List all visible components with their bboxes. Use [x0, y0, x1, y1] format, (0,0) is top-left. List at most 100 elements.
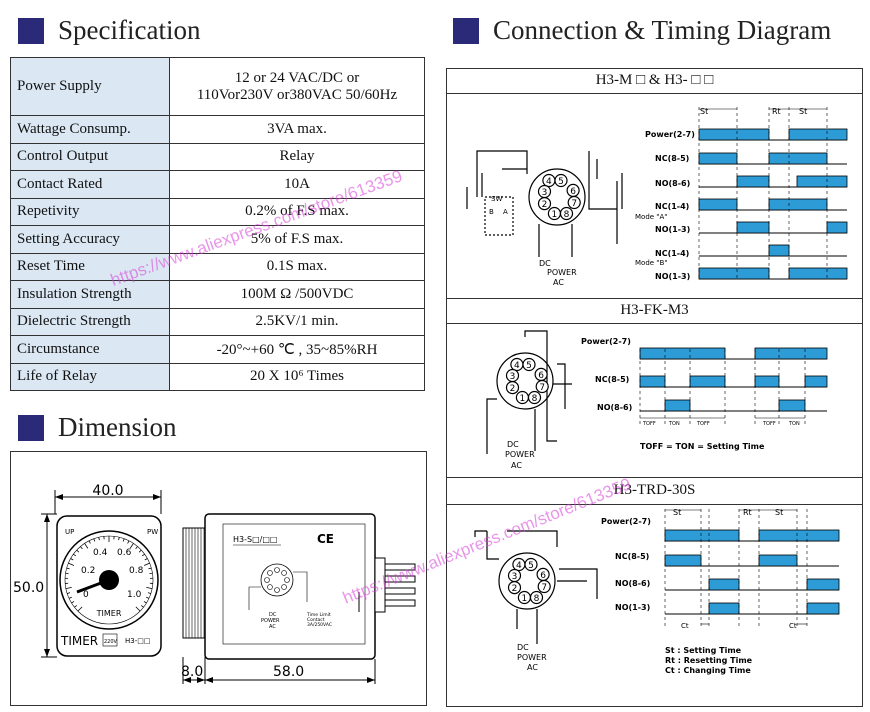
socket-pin [267, 570, 273, 576]
d1-no86-pulse [796, 175, 848, 188]
dial-tick-mark [70, 558, 74, 561]
d2-formula: TOFF = TON = Setting Time [640, 442, 765, 451]
spec-label: Insulation Strength [10, 280, 170, 309]
dial-tick: 0.6 [117, 548, 132, 558]
dial-tick-mark [143, 562, 150, 566]
socket-pin [281, 570, 287, 576]
pin-number: 1 [552, 210, 558, 220]
d2-nc85-pulse [754, 375, 780, 388]
d1-title: H3-M □ & H3- □ □ [595, 72, 714, 88]
pin-number: 7 [571, 199, 577, 209]
d1-nc14-pulse [698, 198, 738, 211]
d2-no86-pulse [664, 399, 691, 412]
d1-timing [698, 107, 848, 281]
dial-pw: PW [147, 528, 158, 536]
d1-nc85: NC(8-5) [655, 154, 689, 163]
connection-title: Connection & Timing Diagram [453, 15, 831, 46]
dial-tick-mark [74, 605, 78, 608]
pin-circle [527, 390, 542, 405]
model-label: H3-□□ [125, 637, 150, 645]
pin-number: 7 [539, 383, 545, 393]
pin-circle [535, 379, 549, 394]
spec-value: 10A [169, 170, 425, 199]
pin-number: 4 [514, 361, 520, 371]
d1-nc14b-pulse [768, 244, 790, 257]
d2-dc: DC [507, 440, 519, 449]
d1-no13b-pulse [788, 267, 848, 280]
dim-height: 50.0 [13, 580, 44, 596]
dim-width: 40.0 [92, 483, 123, 499]
d3-no13: NO(1-3) [615, 603, 650, 612]
dial-tick-mark [84, 543, 89, 549]
dimension-drawing: 40.0 50.0 UP PW 0.4 0.6 0.2 0.8 0 1.0 TI… [13, 483, 416, 684]
d3-ct: Ct [681, 622, 689, 630]
spec-title-text: Specification [58, 15, 201, 45]
pin-number: 7 [541, 583, 547, 593]
d2-ton2: TON [788, 421, 800, 427]
spec-value: 0.2% of F.S max. [169, 197, 425, 226]
dial-tick-mark [77, 606, 83, 612]
d2-nc85-pulse [804, 375, 828, 388]
pin-circle [537, 579, 551, 594]
dial-tick-mark [88, 540, 91, 544]
spec-label: Dielectric Strength [10, 307, 170, 336]
spec-value: 5% of F.S max. [169, 225, 425, 254]
brand-label: TIMER [60, 634, 98, 648]
d1-no86-pulse [736, 175, 770, 188]
socket-pin [267, 584, 273, 590]
d2-title: H3-FK-M3 [620, 302, 689, 318]
d1-a: A [503, 208, 508, 216]
d3-nc85-pulse [758, 554, 798, 567]
divider [447, 298, 862, 299]
d1-ac: AC [553, 278, 564, 287]
d3-ct2: Ct [789, 622, 797, 630]
connection-title-text: Connection & Timing Diagram [493, 15, 832, 45]
d1-power-label: Power(2-7) [645, 130, 695, 139]
spec-label: Repetivity [10, 197, 170, 226]
spec-label: Reset Time [10, 252, 170, 281]
dial-tick-mark [66, 567, 70, 570]
spec-value: Relay [169, 142, 425, 171]
d1-sw: SW [491, 195, 502, 203]
side-contact: Contact [307, 617, 325, 623]
pin-circle [507, 580, 522, 595]
voltage-label: 220V [104, 639, 118, 645]
pin-circle [554, 173, 568, 188]
dial-tick-mark [129, 543, 134, 549]
pin-circle [559, 206, 574, 221]
side-ac: AC [269, 624, 276, 630]
d3-power: POWER [517, 653, 547, 662]
socket-pin [284, 577, 290, 583]
d1-no86: NO(8-6) [655, 179, 690, 188]
d1-st: St [700, 107, 708, 116]
d2-nc85: NC(8-5) [595, 375, 629, 384]
d1-no13: NO(1-3) [655, 225, 690, 234]
pin-circle [505, 381, 520, 395]
dial-tick-mark [146, 587, 153, 589]
spec-title: Specification [18, 15, 200, 46]
spec-label: Wattage Consump. [10, 115, 170, 144]
socket-pin [264, 577, 270, 583]
d2-ton: TON [668, 421, 680, 427]
d3-no86-pulse [806, 578, 840, 591]
socket-pin [274, 587, 280, 593]
dial-tick-mark [135, 606, 141, 612]
spec-label: Contact Rated [10, 170, 170, 199]
d2-toff3: TOFF [762, 421, 776, 427]
d2-toff: TOFF [642, 421, 656, 427]
d3-header: H3-TRD-30S [447, 477, 862, 505]
side-power: POWER [261, 618, 280, 624]
d1-wiring [466, 150, 623, 257]
pin-number: 2 [542, 200, 548, 210]
side-label: H3-S□/□□ [233, 535, 277, 544]
spec-label: Circumstance [10, 335, 170, 364]
dial-tick-mark [148, 567, 152, 570]
dial-tick: 0 [83, 590, 89, 600]
d2-power: POWER [505, 450, 535, 459]
